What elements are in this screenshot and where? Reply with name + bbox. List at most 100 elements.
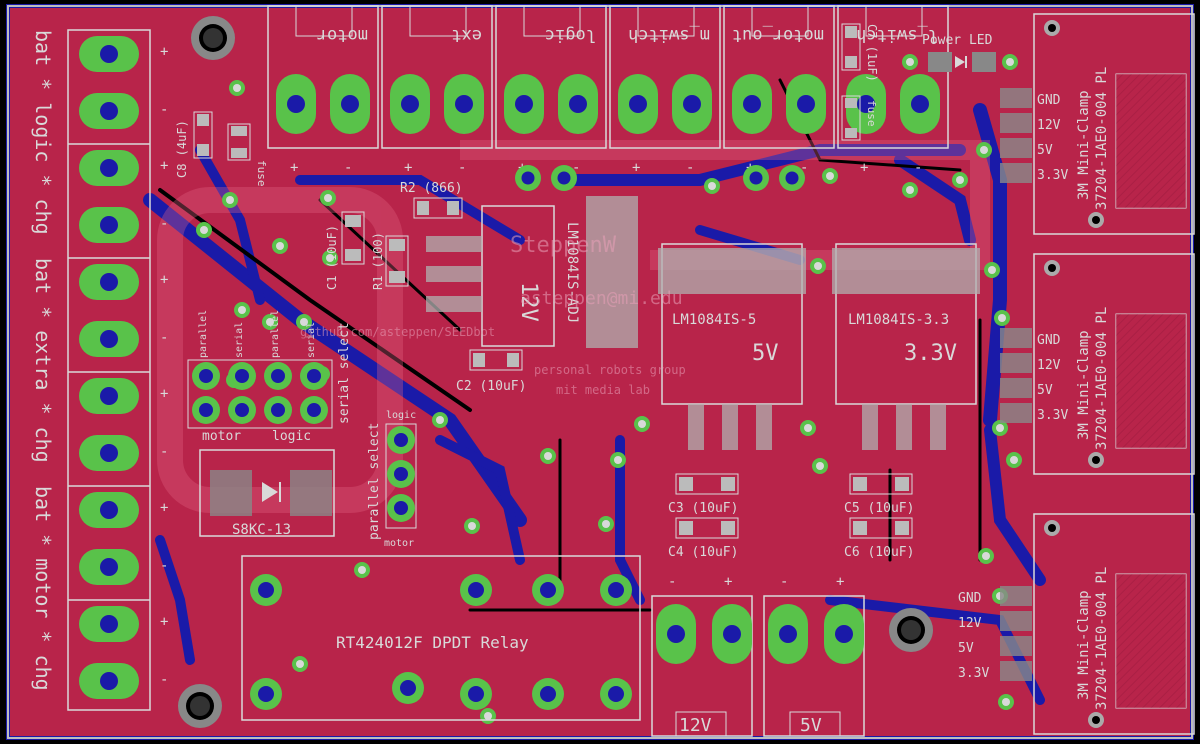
clamp-name: 3M Mini-Clamp (1076, 90, 1092, 200)
svg-text:-: - (780, 574, 788, 590)
svg-text:+: + (160, 386, 168, 402)
via (322, 250, 338, 266)
battery-label-3: bat * motor * chg (31, 486, 55, 691)
power-led-label: Power LED (922, 33, 993, 48)
copper-text-3: github.com/asteppen/SEEDbot (300, 325, 495, 339)
svg-text:-: - (914, 160, 922, 176)
battery-pad (79, 321, 139, 357)
clamp-name: 3M Mini-Clamp (1076, 590, 1092, 700)
output-5v-label: 5V (800, 715, 822, 736)
svg-text:+: + (860, 160, 868, 176)
r2-label: R2 (866) (400, 181, 463, 196)
c6-label: C6 (10uF) (844, 545, 914, 560)
svg-text:+: + (404, 160, 412, 176)
regulator-adj-voltage: 12V (516, 282, 541, 322)
clamp-pin-label: 3.3V (958, 666, 989, 681)
c5-capacitor: C5 (10uF) (844, 473, 914, 516)
select-header-pin (228, 396, 256, 424)
fuse-right-label: fuse (865, 100, 878, 127)
clamp-part: 37204-1AE0-004 PL (1094, 567, 1110, 710)
r1-resistor (385, 235, 409, 287)
clamp-pin-pad (1000, 163, 1032, 183)
battery-label-motor: bat * motor * chg (31, 486, 55, 691)
svg-text:-: - (668, 574, 676, 590)
battery-label-extra: bat * extra * chg (31, 258, 55, 463)
terminal-label: m_switch (628, 25, 710, 45)
regulator-5v-voltage: 5V (752, 341, 779, 366)
battery-connector-strip (67, 29, 151, 711)
terminal-block-motor: motor+- (267, 5, 379, 176)
svg-text:parallel select: parallel select (367, 423, 382, 540)
terminal-pad (732, 74, 772, 134)
clamp-pin-pad (1000, 378, 1032, 398)
output-block-5v: 5V - + (763, 574, 865, 737)
select-bottom-motor: motor (202, 429, 241, 444)
output-pad (656, 604, 696, 664)
copper-text-2: asteppen@mi.edu (520, 288, 683, 309)
svg-text:-: - (458, 160, 466, 176)
c7-capacitor (841, 23, 861, 71)
via (1006, 452, 1022, 468)
vias (196, 54, 1022, 724)
via (902, 182, 918, 198)
clamp-pin-pad (1000, 586, 1032, 606)
clamp-pin-pad (1000, 88, 1032, 108)
clamp-pin-label: GND (958, 591, 982, 606)
battery-pad (79, 378, 139, 414)
via (812, 458, 828, 474)
parallel-select-label: parallel select (367, 423, 382, 540)
select-bottom-logic: logic (272, 429, 311, 444)
jumper-pad (551, 165, 577, 191)
svg-text:-: - (160, 330, 168, 346)
clamp-pin-label: 12V (958, 616, 982, 631)
svg-text:-: - (160, 672, 168, 688)
clamp-pin-pad (1000, 138, 1032, 158)
c3-capacitor: C3 (10uF) (668, 473, 739, 516)
select-header-pin (192, 396, 220, 424)
output-pad (824, 604, 864, 664)
via (196, 222, 212, 238)
svg-text:-: - (160, 102, 168, 118)
via (952, 172, 968, 188)
svg-text:+: + (160, 158, 168, 174)
svg-text:+: + (160, 614, 168, 630)
select-header-pin (228, 362, 256, 390)
clamp-mount-hole (1088, 452, 1104, 468)
c4-label: C4 (10uF) (668, 545, 738, 560)
svg-text:C1 (10uF): C1 (10uF) (325, 225, 339, 290)
via (994, 310, 1010, 326)
fuse-left (227, 123, 251, 161)
terminal-block-l-switch: l_switch + - (837, 5, 949, 176)
svg-text:-: - (800, 160, 808, 176)
svg-text:R1 (100): R1 (100) (371, 232, 385, 290)
terminal-pad (330, 74, 370, 134)
battery-pad (79, 36, 139, 72)
via (354, 562, 370, 578)
via (810, 258, 826, 274)
via (984, 262, 1000, 278)
terminal-pad (900, 74, 940, 134)
via (598, 516, 614, 532)
svg-text:-: - (160, 216, 168, 232)
jumper-pad (515, 165, 541, 191)
copper-text-5: mit media lab (556, 383, 650, 397)
serial-select-label: serial select (337, 322, 352, 424)
terminal-block-logic: logic+- (495, 5, 607, 176)
relay-pad (532, 574, 564, 606)
battery-pads (79, 36, 139, 699)
relay-pad (250, 574, 282, 606)
svg-text:serial: serial (306, 322, 317, 358)
c4-capacitor: C4 (10uF) (668, 517, 739, 560)
battery-pad (79, 93, 139, 129)
terminal-label: l_switch (856, 25, 938, 45)
c1-capacitor (341, 211, 365, 265)
terminal-block-m-switch: m_switch+- (609, 5, 721, 176)
output-pad (712, 604, 752, 664)
clamp-pin-pad (1000, 611, 1032, 631)
fuse-right (841, 95, 861, 141)
relay-pad (532, 678, 564, 710)
top-terminal-blocks: motor+-ext+-logic+-m_switch+-motor_out+-… (267, 5, 949, 176)
